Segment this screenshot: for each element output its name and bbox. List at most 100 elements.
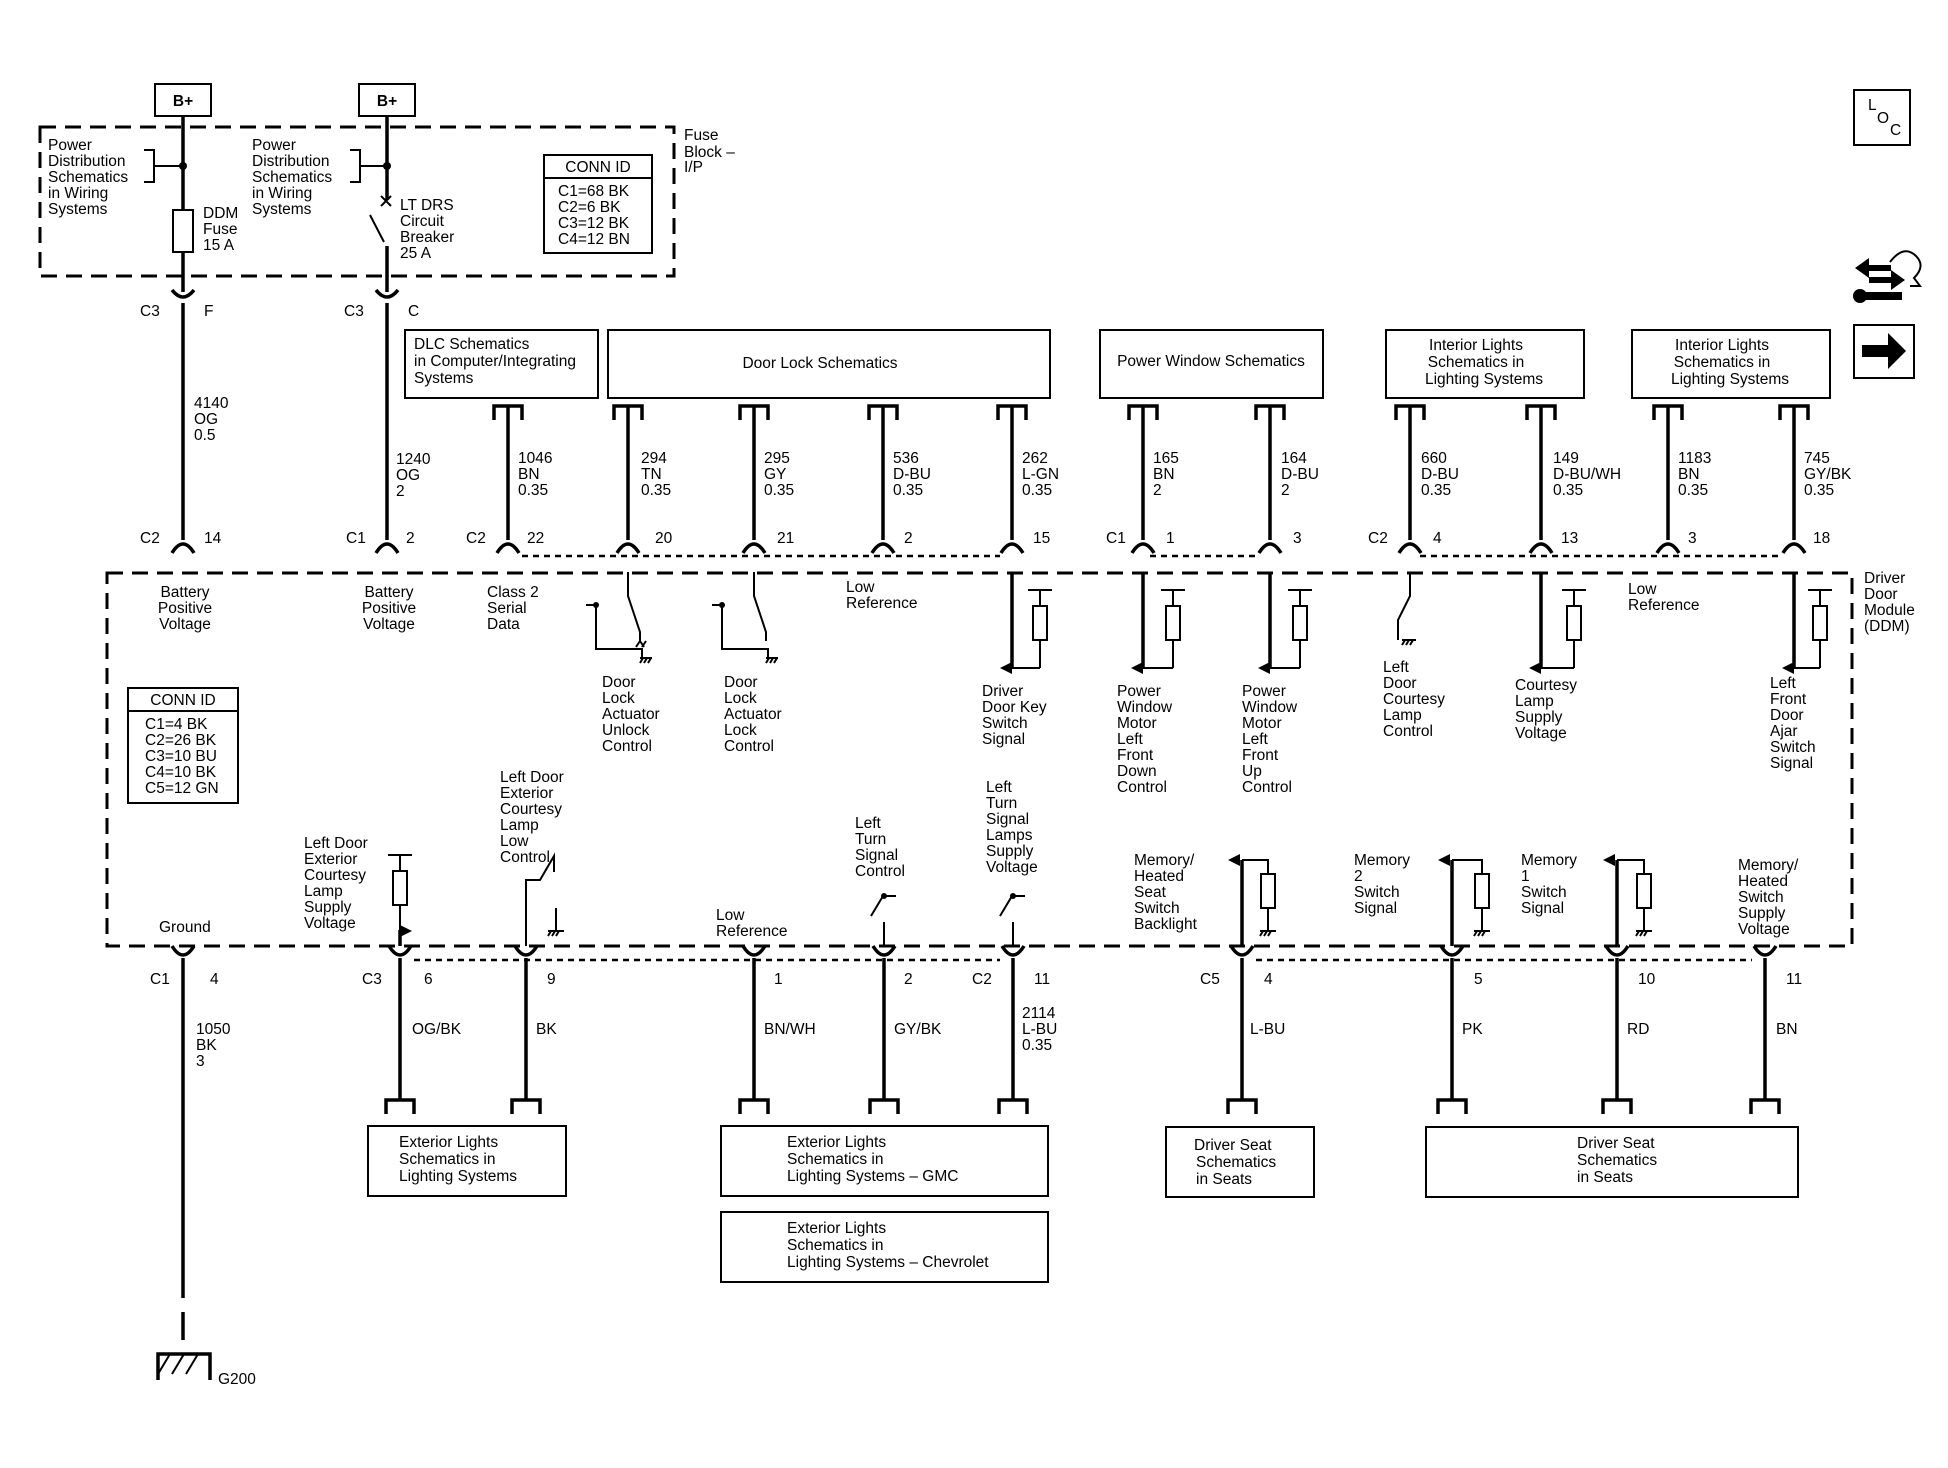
courtesy-lamp-supply-circuit xyxy=(1529,572,1586,674)
top-pin-numbers: 22 20 21 2 15 1 3 4 13 3 18 xyxy=(527,530,1830,547)
window-up-circuit xyxy=(1258,572,1312,674)
bottom-box-connectors xyxy=(384,1098,1781,1114)
svg-text:C: C xyxy=(1890,122,1901,139)
seat-backlight-circuit xyxy=(1228,854,1276,946)
box-power-window[interactable]: Power Window Schematics xyxy=(1099,329,1324,399)
connector-tools-icon[interactable] xyxy=(1853,250,1922,303)
pin-2: 2 xyxy=(904,971,913,988)
label-ground: Ground xyxy=(159,919,211,936)
box-door-lock[interactable]: Door Lock Schematics xyxy=(607,329,1051,399)
ground-g200: G200 xyxy=(156,1352,256,1388)
top-connector-cups xyxy=(170,542,1807,554)
svg-text:O: O xyxy=(1877,110,1889,127)
wire-gy-bk: GY/BK xyxy=(894,1021,942,1038)
bplus-right: B+ xyxy=(358,83,416,117)
pin-1: 1 xyxy=(774,971,783,988)
ext-courtesy-supply-circuit xyxy=(388,854,412,946)
wire-rd: RD xyxy=(1627,1021,1649,1038)
pin-c1-group: C1 xyxy=(1106,530,1126,547)
svg-text:B+: B+ xyxy=(377,93,397,110)
wire-l-bu: L-BU xyxy=(1250,1021,1285,1038)
bottom-wires xyxy=(181,958,1767,1340)
svg-text:C1=68 BK C2=6 BK C: C1=68 BK C2=6 BK C3=12 BK C4=12 BN xyxy=(558,183,633,248)
module-name: Driver Door Module (DDM) xyxy=(1864,570,1919,635)
breaker-label: LT DRS Circuit Breaker 25 A xyxy=(400,197,459,262)
pin-10: 10 xyxy=(1638,971,1656,988)
svg-text:B+: B+ xyxy=(173,93,193,110)
pd-schematics-left: Power Distribution Schematics in Wiring … xyxy=(48,137,132,218)
pin-9: 9 xyxy=(547,971,556,988)
ddm-fuse-symbol xyxy=(172,209,194,253)
wire-bk: BK xyxy=(536,1021,557,1038)
svg-text:Power Window Schematics: Power Window Schematics xyxy=(1117,353,1305,370)
wire-bn: BN xyxy=(1776,1021,1798,1038)
circuit-breaker-symbol xyxy=(369,195,392,243)
svg-text:C1=4 BK C2=26 BK C: C1=4 BK C2=26 BK C3=10 BU C4=10 BK C5=12… xyxy=(145,716,221,797)
ext-courtesy-low-switch xyxy=(525,852,564,946)
pin-c2-group-2: C2 xyxy=(1368,530,1388,547)
wire-1240: 1240 OG 2 xyxy=(396,451,435,500)
pin-11: 11 xyxy=(1786,971,1802,988)
top-box-connectors xyxy=(492,404,1810,420)
window-down-circuit xyxy=(1131,572,1185,674)
loc-icon[interactable]: L O C xyxy=(1853,89,1911,146)
door-ajar-switch-circuit xyxy=(1782,572,1832,674)
svg-text:G200: G200 xyxy=(218,1371,256,1388)
memory1-circuit xyxy=(1603,854,1652,946)
pin-5: 5 xyxy=(1474,971,1483,988)
turn-signal-control-switch xyxy=(870,893,896,946)
wire-4140: 4140 OG 0.5 xyxy=(194,395,233,444)
bottom-connector-cups xyxy=(170,945,1778,957)
door-lock-lock-switch xyxy=(712,572,778,664)
next-arrow-icon[interactable] xyxy=(1853,324,1915,379)
fuse-block-outline xyxy=(38,125,676,278)
memory2-circuit xyxy=(1438,854,1490,946)
door-key-switch-circuit xyxy=(1000,572,1052,674)
svg-text:L: L xyxy=(1868,97,1877,114)
top-wires xyxy=(506,406,1796,540)
svg-text:Door Lock Schematics: Door Lock Schematics xyxy=(742,355,897,372)
